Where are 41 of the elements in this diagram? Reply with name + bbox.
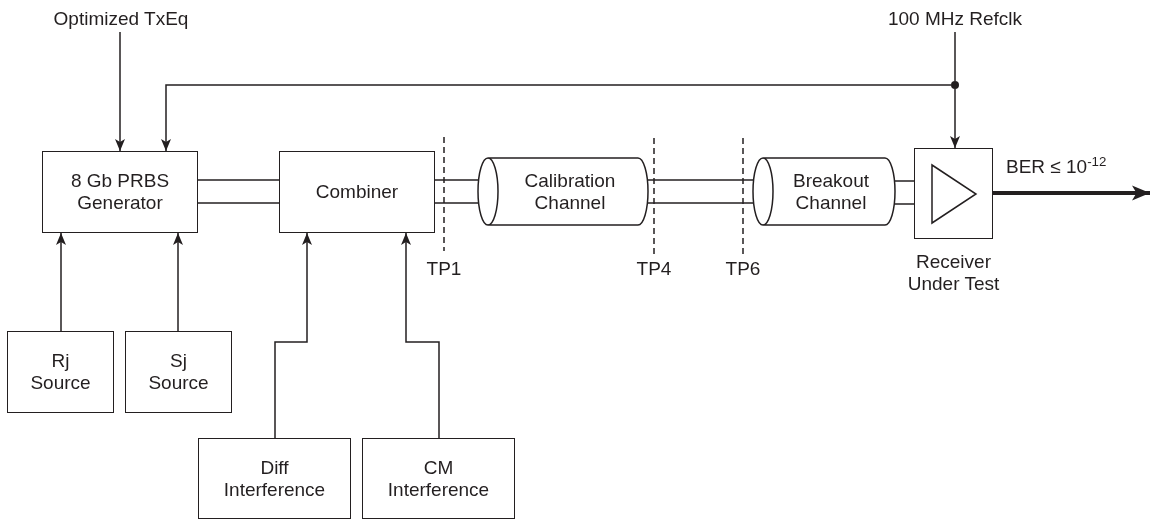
node-label: Breakout Channel: [791, 169, 870, 214]
channel-cylinder: [478, 158, 648, 225]
test-point-label: TP4: [635, 258, 673, 280]
connector-line: [197, 179, 280, 181]
channel-cylinder: [753, 158, 895, 225]
process-box: [125, 331, 232, 413]
process-box: [42, 151, 198, 233]
signal-label: Optimized TxEq: [53, 8, 189, 30]
arrow: [115, 31, 125, 152]
connector-line: [647, 202, 754, 204]
process-box: [7, 331, 114, 413]
arrow: [173, 232, 183, 332]
process-box: [362, 438, 515, 519]
node-label: Sj Source: [147, 350, 210, 394]
node-label: Rj Source: [29, 350, 92, 394]
node-label: Combiner: [315, 181, 399, 203]
node-label: CM Interference: [386, 456, 491, 501]
connector-line: [197, 202, 280, 204]
arrow: [274, 232, 312, 439]
node-label: Calibration Channel: [523, 169, 617, 214]
process-box: [279, 151, 435, 233]
arrow: [56, 232, 66, 332]
arrow: [401, 232, 440, 439]
arrow: [161, 84, 952, 152]
arrow: [993, 185, 1150, 201]
signal-label: 100 MHz Refclk: [887, 8, 1023, 30]
node-label: 8 Gb PRBS Generator: [69, 170, 171, 214]
connector-line: [894, 180, 915, 182]
connector-line: [434, 179, 479, 181]
arrow: [950, 88, 960, 149]
connector-line: [647, 179, 754, 181]
junction-dot: [951, 81, 959, 89]
test-point-label: TP6: [724, 258, 762, 280]
receiver-box: [914, 148, 993, 239]
connector-line: [434, 202, 479, 204]
node-label: Diff Interference: [222, 456, 327, 501]
connector-line: [894, 203, 915, 205]
connector-line: [954, 31, 956, 82]
test-point-label: TP1: [425, 258, 463, 280]
process-box: [198, 438, 351, 519]
node-label: Receiver Under Test: [906, 251, 1001, 295]
